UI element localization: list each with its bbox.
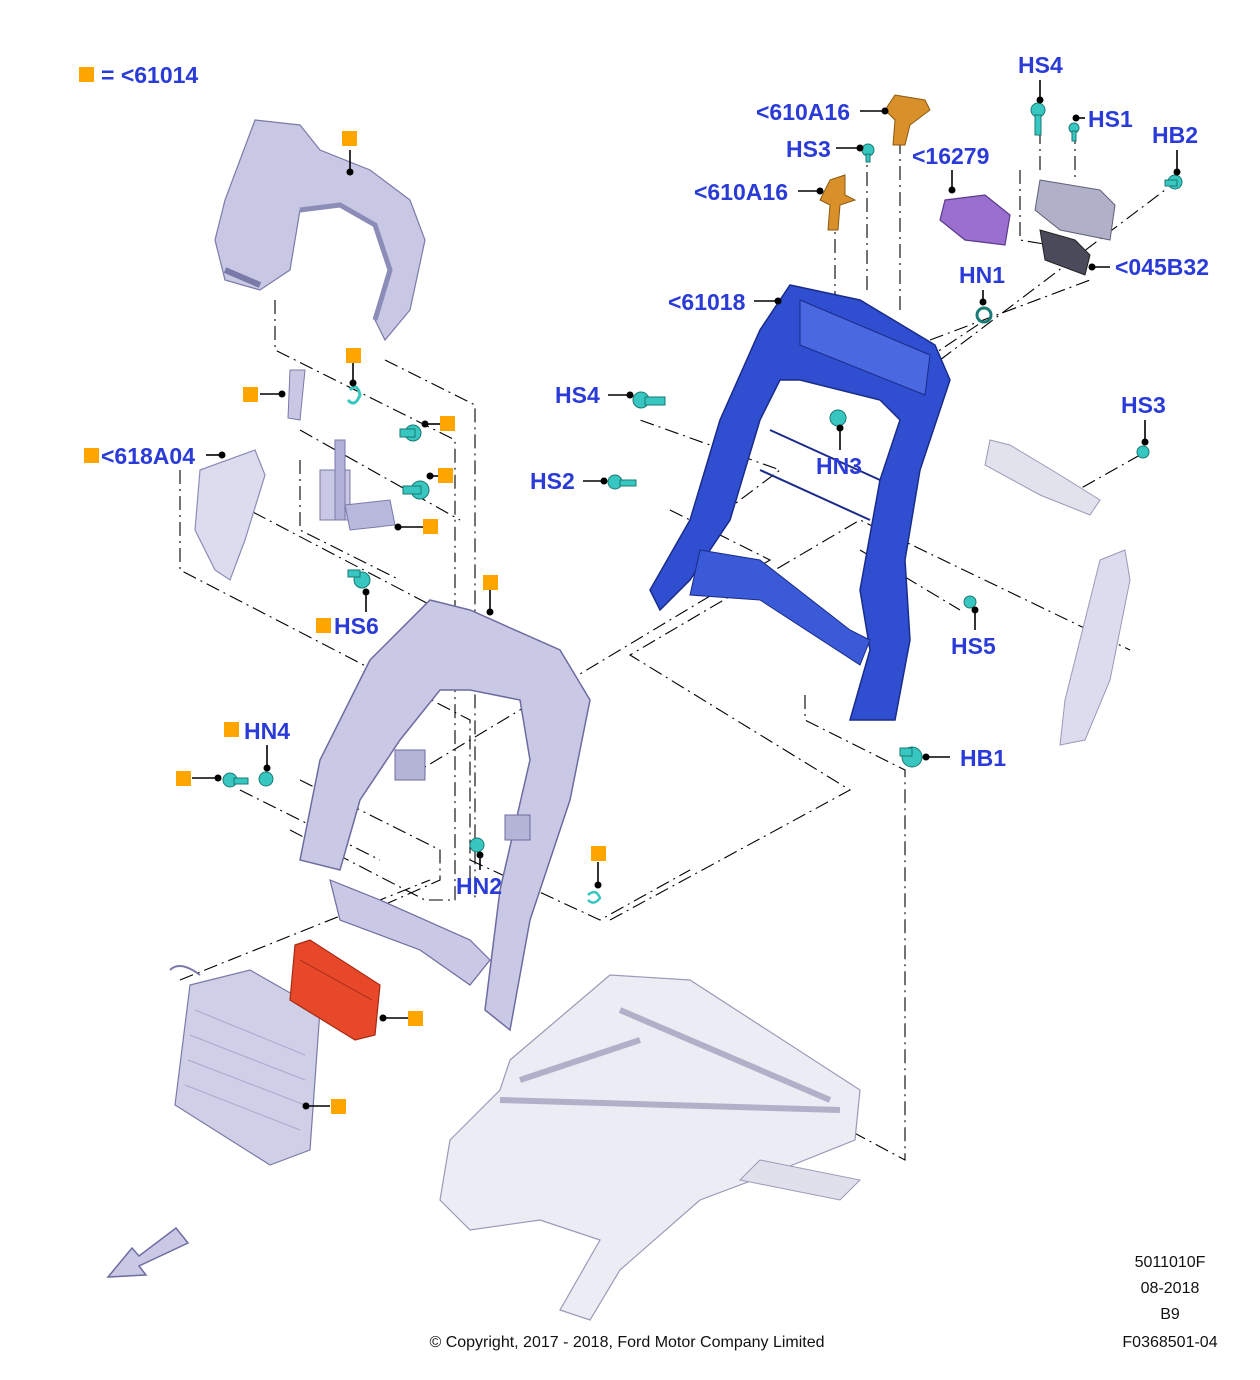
- side-trim-panel-part: [194, 449, 266, 581]
- label-hs4-mid: HS4: [555, 382, 600, 408]
- fastener-icon: [632, 391, 666, 409]
- label-045b32: <045B32: [1115, 254, 1209, 280]
- label-hn4: HN4: [244, 718, 290, 744]
- fastener-icon: [587, 890, 602, 904]
- seatback-frame-part: [649, 284, 951, 721]
- label-hn1: HN1: [959, 262, 1005, 288]
- footer-code: 5011010F: [1135, 1254, 1206, 1271]
- seatback-rear-panel-part: [299, 599, 591, 1032]
- label-610a16-lower: <610A16: [694, 179, 788, 205]
- fastener-icon: [829, 409, 847, 427]
- control-module-part: [289, 939, 381, 1041]
- marker-square-icon: [423, 519, 438, 534]
- label-hs5: HS5: [951, 633, 996, 659]
- label-16279: <16279: [912, 143, 989, 169]
- fastener-icon: [899, 746, 923, 768]
- fastener-icon: [607, 474, 637, 490]
- footer-reference: F0368501-04: [1122, 1334, 1217, 1351]
- footer: 5011010F 08-2018 B9 F0368501-04 © Copyri…: [429, 1254, 1217, 1351]
- label-hs2: HS2: [530, 468, 575, 494]
- fastener-icon: [222, 772, 249, 788]
- marker-square-icon: [440, 416, 455, 431]
- callout-labels: HS4 HS1 HB2 <610A16 HS3 <16279 <610A16 H…: [101, 52, 1209, 899]
- label-hs3-right: HS3: [1121, 392, 1166, 418]
- marker-square-icon: [224, 722, 239, 737]
- footer-copyright: © Copyright, 2017 - 2018, Ford Motor Com…: [429, 1334, 824, 1351]
- marker-square-icon: [243, 387, 258, 402]
- label-610a16-upper: <610A16: [756, 99, 850, 125]
- marker-square-icon: [346, 348, 361, 363]
- label-hs4-top: HS4: [1018, 52, 1063, 78]
- fastener-icon: [469, 837, 485, 853]
- small-bracket-part: [287, 369, 362, 421]
- label-hn2: HN2: [456, 873, 502, 899]
- side-rail-part: [984, 439, 1131, 746]
- label-hs6: HS6: [334, 613, 379, 639]
- label-618a04: <618A04: [101, 443, 195, 469]
- fastener-icon: [1136, 445, 1150, 459]
- fastener-icon: [975, 306, 993, 324]
- direction-arrow-icon: [106, 1226, 190, 1278]
- connector-clip-part: [939, 194, 1011, 246]
- label-hs1: HS1: [1088, 106, 1133, 132]
- label-hn3: HN3: [816, 453, 862, 479]
- headrest-guide-bracket-part: [819, 94, 931, 231]
- fastener-icon: [861, 143, 875, 163]
- recliner-motor-part: [319, 439, 396, 531]
- marker-square-icon: [316, 618, 331, 633]
- marker-squares: [84, 131, 606, 1114]
- label-61018: <61018: [668, 289, 746, 315]
- fastener-icon: [402, 480, 430, 500]
- legend-text: = <61014: [101, 62, 198, 88]
- legend: = <61014: [79, 62, 198, 88]
- fastener-icon: [1068, 122, 1080, 142]
- marker-square-icon: [84, 448, 99, 463]
- marker-square-icon: [591, 846, 606, 861]
- marker-square-icon: [438, 468, 453, 483]
- marker-square-icon: [176, 771, 191, 786]
- seat-track-part: [439, 974, 862, 1321]
- marker-square-icon: [342, 131, 357, 146]
- fastener-icon: [258, 771, 274, 787]
- label-hs3-top: HS3: [786, 136, 831, 162]
- lumbar-panel-part: [169, 965, 321, 1166]
- mounting-bracket-part: [1034, 179, 1116, 276]
- fastener-icon: [1164, 174, 1183, 190]
- fasteners: [222, 102, 1183, 904]
- legend-marker-square-icon: [79, 67, 94, 82]
- fastener-icon: [399, 424, 422, 442]
- fastener-icon: [1030, 102, 1046, 136]
- leader-lines: [192, 80, 1181, 1110]
- label-hb2: HB2: [1152, 122, 1198, 148]
- headrest-guide-part: [214, 119, 426, 342]
- footer-date: 08-2018: [1141, 1280, 1200, 1297]
- label-hb1: HB1: [960, 745, 1006, 771]
- marker-square-icon: [408, 1011, 423, 1026]
- marker-square-icon: [483, 575, 498, 590]
- marker-square-icon: [331, 1099, 346, 1114]
- fastener-icon: [963, 595, 977, 609]
- fastener-icon: [347, 569, 371, 589]
- footer-revision: B9: [1160, 1306, 1180, 1323]
